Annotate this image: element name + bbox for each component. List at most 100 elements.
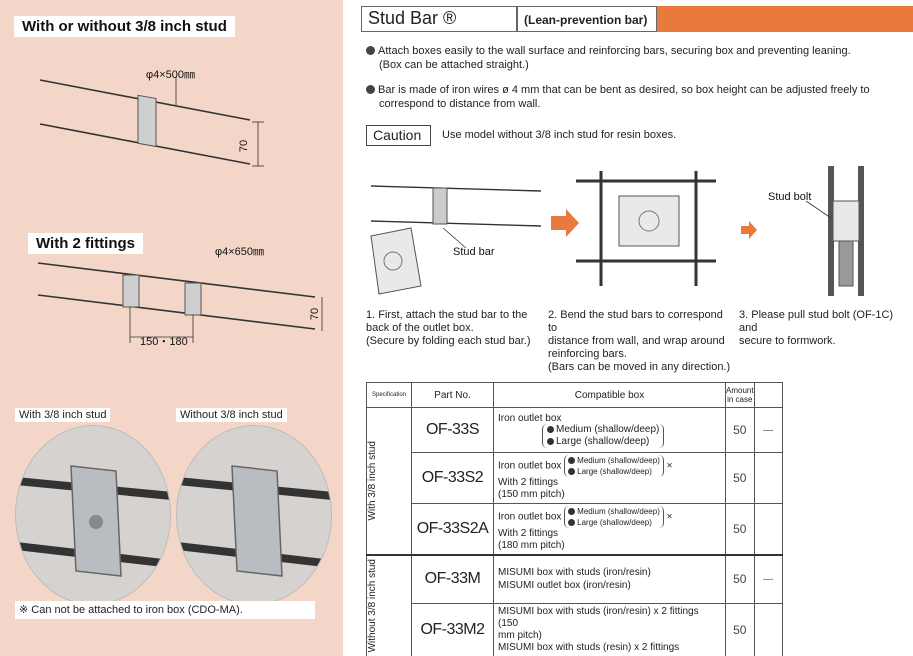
photo-without-stud [176, 425, 332, 605]
extra [753, 602, 783, 656]
header-amount-line2: in case [727, 395, 753, 404]
amount: 50 [725, 452, 755, 504]
page-title: Stud Bar ® [361, 6, 517, 32]
stud-bar-diagram-2 [37, 262, 323, 343]
table-row: With 3/8 inch stud OF-33S Iron outlet bo… [366, 407, 783, 556]
box-type: Iron outlet box [498, 460, 562, 472]
box-line2: MISUMI outlet box (iron/resin) [498, 580, 631, 592]
dim-height-1: 70 [238, 139, 251, 153]
group-with-stud: With 3/8 inch stud [366, 407, 412, 556]
times-symbol: × [666, 460, 673, 472]
bullet-dot-icon [366, 46, 375, 55]
step-3: 3. Please pull stud bolt (OF-1C) and sec… [739, 309, 909, 348]
box-type: Iron outlet box [498, 412, 562, 424]
bullet-dot-icon [568, 457, 576, 464]
part-number: OF-33S [411, 407, 494, 453]
stud-bar-diagram-1 [39, 77, 264, 167]
compatible-box: Iron outlet box Medium (shallow/deep) La… [493, 407, 726, 453]
header-spec: Specification [366, 382, 412, 408]
box-line3: MISUMI box with studs (resin) x 2 fittin… [498, 641, 680, 653]
left-panel: With or without 3/8 inch stud φ4×500㎜ 70… [0, 0, 343, 656]
group-with-label: With 3/8 inch stud [367, 441, 378, 521]
dim-wire-1: φ4×500㎜ [146, 69, 196, 81]
fitting-line1: With 2 fittings [498, 528, 559, 539]
box-option-2: Large (shallow/deep) [556, 435, 650, 447]
page-subtitle: (Lean-prevention bar) [517, 6, 657, 32]
label-fittings-option: With 2 fittings [28, 233, 144, 254]
extra: — [753, 554, 783, 604]
compatible-box: Iron outlet box Medium (shallow/deep) La… [493, 452, 726, 504]
bullet-dot-icon [366, 85, 375, 94]
step-3-line1: 3. Please pull stud bolt (OF-1C) and [739, 309, 894, 334]
bullet-2: Bar is made of iron wires ø 4 mm that ca… [366, 83, 896, 111]
times-symbol: × [666, 511, 673, 523]
stud-bar-label: Stud bar [453, 246, 495, 258]
table-header-row: Specification Part No. Compatible box Am… [366, 382, 783, 408]
bullet-dot-icon [568, 508, 576, 515]
header-part: Part No. [411, 382, 494, 408]
step-1-line2: back of the outlet box. [366, 322, 474, 334]
bullet-dot-icon [547, 425, 554, 433]
extra: — [753, 407, 783, 453]
step-1-line1: 1. First, attach the stud bar to the [366, 309, 528, 321]
compatible-box: MISUMI box with studs (iron/resin) MISUM… [493, 554, 726, 604]
box-type: Iron outlet box [498, 511, 562, 523]
group-without-label: Without 3/8 inch stud [367, 559, 378, 653]
compatible-box: MISUMI box with studs (iron/resin) x 2 f… [493, 602, 726, 656]
bullet-2-line1: Bar is made of iron wires ø 4 mm that ca… [378, 84, 870, 96]
amount: 50 [725, 503, 755, 556]
amount: 50 [725, 602, 755, 656]
part-number: OF-33S2 [411, 452, 494, 504]
group-without-stud: Without 3/8 inch stud [366, 554, 412, 656]
amount: 50 [725, 554, 755, 604]
bullet-2-line2: correspond to distance from wall. [379, 98, 541, 110]
fitting-line2: (150 mm pitch) [498, 489, 565, 500]
caution-text: Use model without 3/8 inch stud for resi… [442, 129, 677, 141]
extra [753, 452, 783, 504]
box-option-1: Medium (shallow/deep) [577, 507, 660, 516]
step-2-line2: distance from wall, and wrap around [548, 335, 725, 347]
spec-table: Specification Part No. Compatible box Am… [366, 382, 783, 656]
iron-box-note: ※ Can not be attached to iron box (CDO-M… [15, 601, 315, 619]
label-stud-option: With or without 3/8 inch stud [14, 16, 235, 37]
box-line1: MISUMI box with studs (iron/resin) [498, 567, 651, 579]
table-row: Without 3/8 inch stud OF-33M MISUMI box … [366, 554, 783, 656]
step-1-line3: (Secure by folding each stud bar.) [366, 335, 531, 347]
step-2-line1: 2. Bend the stud bars to correspond to [548, 309, 723, 334]
part-number: OF-33M2 [411, 602, 494, 656]
bullet-1-line1: Attach boxes easily to the wall surface … [378, 45, 851, 57]
step-3-line2: secure to formwork. [739, 335, 836, 347]
bullet-dot-icon [547, 437, 554, 445]
compatible-box: Iron outlet box Medium (shallow/deep) La… [493, 503, 726, 556]
photo-with-stud [15, 425, 171, 605]
box-option-1: Medium (shallow/deep) [577, 456, 660, 465]
table-row: OF-33M2 MISUMI box with studs (iron/resi… [367, 602, 783, 656]
part-number: OF-33M [411, 554, 494, 604]
step-2-line4: (Bars can be moved in any direction.) [548, 361, 731, 373]
amount: 50 [725, 407, 755, 453]
bullet-1: Attach boxes easily to the wall surface … [366, 44, 896, 72]
box-line2: mm pitch) [498, 629, 542, 641]
header-extra [753, 382, 783, 408]
header-amount: Amount in case [725, 382, 755, 408]
photo-without-caption: Without 3/8 inch stud [176, 408, 287, 422]
dim-height-2: 70 [309, 307, 322, 321]
fitting-line1: With 2 fittings [498, 477, 559, 488]
caution-label: Caution [366, 125, 431, 146]
table-row: OF-33S2A Iron outlet box Medium (shallow… [367, 503, 783, 556]
bullet-dot-icon [568, 519, 576, 526]
box-option-1: Medium (shallow/deep) [556, 423, 660, 435]
bullet-dot-icon [568, 468, 576, 475]
part-number: OF-33S2A [411, 503, 494, 556]
fitting-line2: (180 mm pitch) [498, 540, 565, 551]
dim-pitch: 150・180 [140, 336, 188, 348]
dim-wire-2: φ4×650㎜ [215, 246, 265, 258]
extra [753, 503, 783, 556]
table-row: OF-33S2 Iron outlet box Medium (shallow/… [367, 452, 783, 504]
title-accent-bar [657, 6, 913, 32]
header-amount-line1: Amount [726, 386, 754, 395]
box-line1: MISUMI box with studs (iron/resin) x 2 f… [498, 605, 699, 629]
photo-with-caption: With 3/8 inch stud [15, 408, 111, 422]
step-1: 1. First, attach the stud bar to the bac… [366, 309, 541, 348]
box-option-2: Large (shallow/deep) [577, 518, 652, 527]
